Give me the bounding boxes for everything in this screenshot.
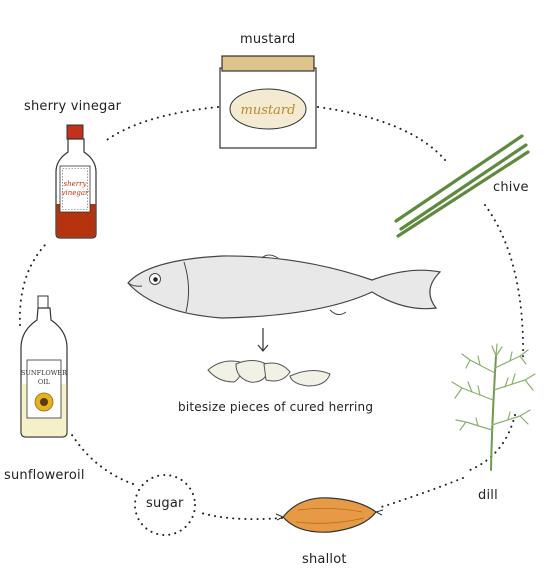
- chive-label: chive: [493, 180, 529, 195]
- dill-icon: [451, 343, 536, 471]
- oil-bottle-label-line1: SUNFLOWER: [21, 369, 68, 377]
- sugar-circle-icon: [134, 474, 196, 536]
- dill-label: dill: [478, 488, 498, 503]
- sunflower-oil-bottle-icon: SUNFLOWER OIL: [20, 295, 68, 438]
- mustard-label: mustard: [240, 32, 296, 47]
- chive-icon: [394, 134, 530, 238]
- shallot-label: shallot: [302, 552, 347, 567]
- oil-bottle-label-line2: OIL: [38, 378, 51, 386]
- mustard-jar-icon: mustard: [219, 55, 317, 149]
- herring-fish-icon: [127, 254, 442, 319]
- sherry-bottle-label-line2: vinegar: [62, 189, 89, 197]
- shallot-icon: [275, 497, 384, 533]
- mustard-jar-label: mustard: [241, 103, 296, 118]
- sugar-label: sugar: [146, 496, 184, 511]
- arrow-down-icon: [257, 328, 269, 352]
- sherry-vinegar-bottle-icon: sherry vinegar: [55, 124, 97, 239]
- herring-pieces-icon: [207, 360, 331, 387]
- sunflower-icon: [34, 392, 54, 412]
- sunflower-oil-label: sunfloweroil: [4, 468, 85, 483]
- center-caption: bitesize pieces of cured herring: [178, 400, 374, 414]
- sherry-bottle-label-line1: sherry: [64, 180, 88, 188]
- sherry-vinegar-label: sherry vinegar: [24, 99, 122, 114]
